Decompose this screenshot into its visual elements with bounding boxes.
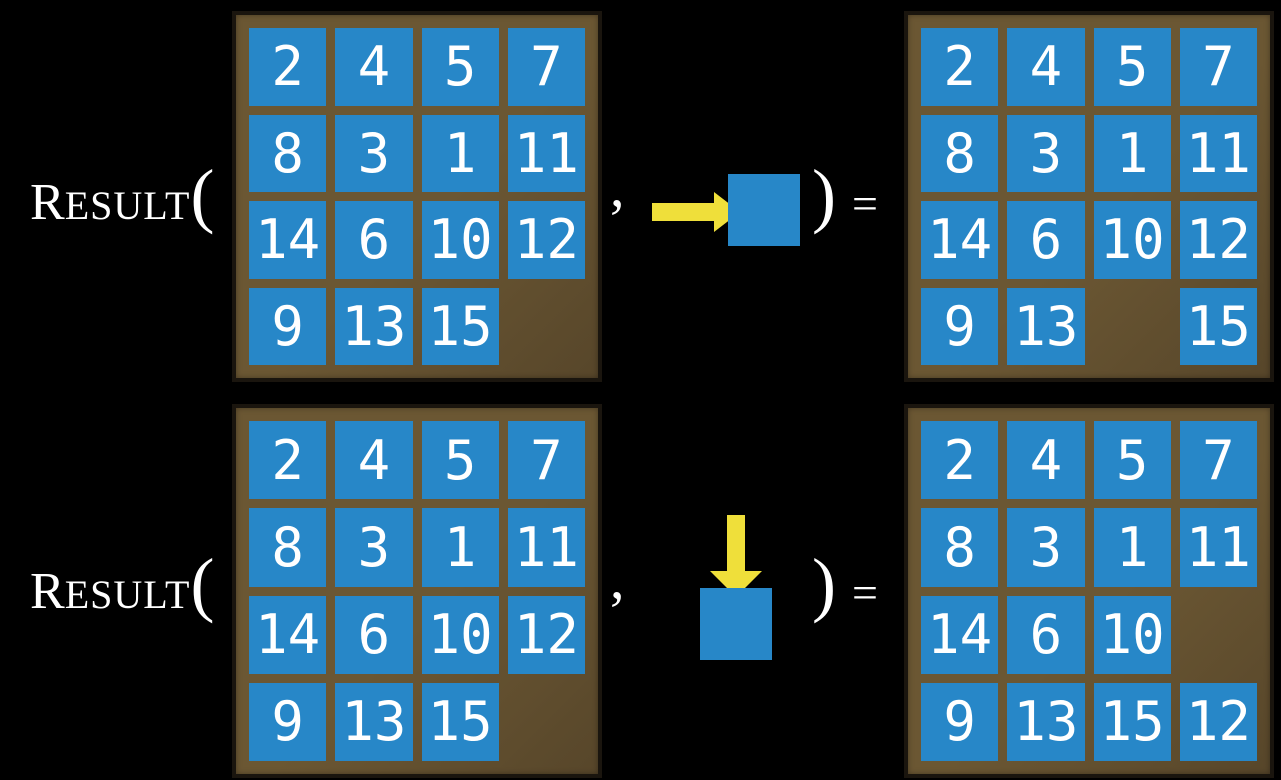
down-arrow-icon xyxy=(710,515,762,597)
puzzle-tile: 8 xyxy=(249,508,327,587)
puzzle-tile: 12 xyxy=(507,201,585,279)
puzzle-tile: 1 xyxy=(1093,508,1171,587)
puzzle-tile: 11 xyxy=(507,114,585,192)
puzzle-tile: 12 xyxy=(1179,682,1257,761)
empty-cell xyxy=(508,683,585,761)
close-paren-equals: )= xyxy=(812,154,878,237)
argument-comma: , xyxy=(610,546,625,611)
puzzle-tile: 3 xyxy=(335,508,413,587)
puzzle-tile: 13 xyxy=(1007,287,1085,365)
argument-comma: , xyxy=(610,154,625,219)
puzzle-tile: 12 xyxy=(507,595,585,674)
puzzle-tile: 14 xyxy=(249,595,327,674)
puzzle-tile: 6 xyxy=(335,201,413,279)
function-name-initial: R xyxy=(30,563,65,620)
open-paren: ( xyxy=(190,155,215,235)
function-name-rest: ESULT xyxy=(64,183,191,228)
puzzle-tile: 15 xyxy=(1179,287,1257,365)
empty-cell xyxy=(508,288,585,366)
puzzle-tile: 7 xyxy=(507,28,585,106)
equals-sign: = xyxy=(851,178,878,229)
puzzle-tile: 11 xyxy=(1179,114,1257,192)
puzzle-tile: 7 xyxy=(1179,28,1257,106)
puzzle-tile: 10 xyxy=(1093,201,1171,279)
puzzle-tile: 11 xyxy=(1179,508,1257,587)
puzzle-tile: 5 xyxy=(1093,421,1171,500)
puzzle-tile: 7 xyxy=(1179,421,1257,500)
puzzle-tile: 13 xyxy=(335,287,413,365)
puzzle-tile: 9 xyxy=(249,287,327,365)
puzzle-tile: 9 xyxy=(921,682,999,761)
puzzle-tile: 10 xyxy=(421,201,499,279)
puzzle-tile: 15 xyxy=(421,287,499,365)
puzzle-tile: 8 xyxy=(249,114,327,192)
puzzle-tile: 4 xyxy=(335,28,413,106)
puzzle-tile: 14 xyxy=(921,201,999,279)
puzzle-tile: 2 xyxy=(921,421,999,500)
close-paren: ) xyxy=(812,544,836,624)
close-paren: ) xyxy=(812,155,836,235)
equals-sign: = xyxy=(851,567,878,618)
puzzle-tile: 1 xyxy=(421,508,499,587)
puzzle-tile: 1 xyxy=(1093,114,1171,192)
empty-cell xyxy=(1094,288,1171,366)
puzzle-tile: 15 xyxy=(1093,682,1171,761)
puzzle-tile: 6 xyxy=(1007,201,1085,279)
puzzle-tile: 7 xyxy=(507,421,585,500)
puzzle-tile: 5 xyxy=(1093,28,1171,106)
puzzle-tile: 3 xyxy=(1007,114,1085,192)
puzzle-tile: 14 xyxy=(921,595,999,674)
puzzle-tile: 6 xyxy=(1007,595,1085,674)
puzzle-tile: 2 xyxy=(249,28,327,106)
function-name-rest: ESULT xyxy=(64,572,191,617)
puzzle-tile: 10 xyxy=(421,595,499,674)
puzzle-tile: 5 xyxy=(421,421,499,500)
puzzle-tile: 12 xyxy=(1179,201,1257,279)
result-function-label: RESULT( xyxy=(30,543,214,626)
result-function-label: RESULT( xyxy=(30,154,214,237)
right-arrow-icon xyxy=(652,192,740,232)
puzzle-tile: 6 xyxy=(335,595,413,674)
puzzle-tile: 3 xyxy=(335,114,413,192)
puzzle-tile: 9 xyxy=(249,682,327,761)
puzzle-tile: 13 xyxy=(1007,682,1085,761)
puzzle-tile: 13 xyxy=(335,682,413,761)
moved-tile-square xyxy=(728,174,800,246)
puzzle-tile: 1 xyxy=(421,114,499,192)
puzzle-tile: 8 xyxy=(921,114,999,192)
puzzle-tile: 4 xyxy=(1007,28,1085,106)
open-paren: ( xyxy=(190,544,215,624)
puzzle-tile: 2 xyxy=(921,28,999,106)
puzzle-tile: 8 xyxy=(921,508,999,587)
puzzle-tile: 4 xyxy=(1007,421,1085,500)
puzzle-tile: 15 xyxy=(421,682,499,761)
puzzle-tile: 5 xyxy=(421,28,499,106)
puzzle-tile: 2 xyxy=(249,421,327,500)
puzzle-tile: 9 xyxy=(921,287,999,365)
puzzle-tile: 3 xyxy=(1007,508,1085,587)
puzzle-tile: 10 xyxy=(1093,595,1171,674)
function-name-initial: R xyxy=(30,174,65,231)
empty-cell xyxy=(1180,596,1257,674)
puzzle-tile: 4 xyxy=(335,421,413,500)
close-paren-equals: )= xyxy=(812,543,878,626)
puzzle-tile: 14 xyxy=(249,201,327,279)
puzzle-tile: 11 xyxy=(507,508,585,587)
moved-tile-square xyxy=(700,588,772,660)
